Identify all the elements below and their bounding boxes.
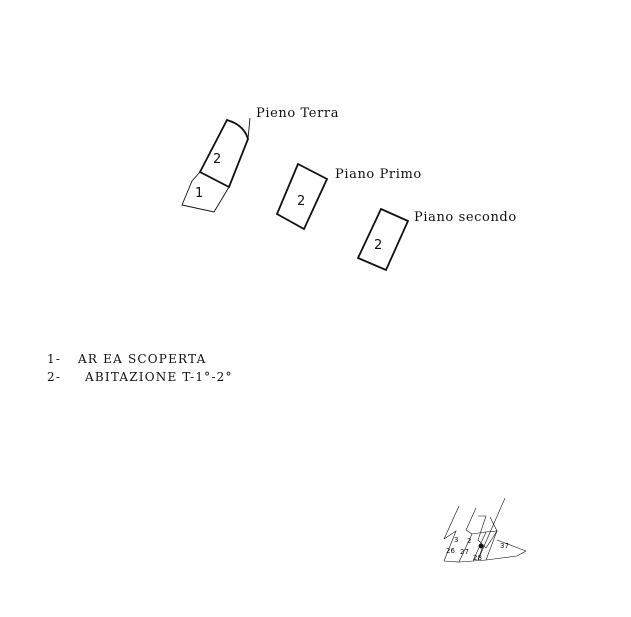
legend-item-2-number: 2- [47, 370, 61, 384]
parcel-37-outline [485, 550, 527, 561]
map-parcel-label-26: 26 [446, 547, 455, 555]
map-parcel-label-2: 2 [467, 537, 471, 545]
ground-floor-unit-1-number: 1 [195, 186, 203, 201]
legend-item-1-number: 1- [47, 352, 61, 366]
second-floor-label: Piano secondo [414, 210, 517, 225]
location-map: 26 27 28 37 3 2 [443, 497, 527, 563]
ground-floor-plan: 2 1 Pieno Terra [181, 106, 339, 213]
parcel-26-outline [443, 529, 473, 563]
second-floor-unit-number: 2 [374, 238, 382, 253]
ground-floor-label: Pieno Terra [256, 106, 339, 121]
second-floor-dwelling-outline [356, 207, 410, 272]
map-parcel-label-37: 37 [500, 542, 509, 550]
map-location-marker [478, 543, 484, 549]
parcel-28-outline [472, 530, 498, 562]
map-parcel-label-27: 27 [460, 548, 469, 556]
first-floor-unit-number: 2 [297, 194, 305, 209]
label-leader-ground [247, 117, 251, 140]
map-boundary-line [496, 539, 527, 552]
legend-item-1-text: AR EA SCOPERTA [77, 352, 206, 366]
ground-floor-unit-2-number: 2 [213, 152, 221, 167]
map-boundary-line [465, 507, 477, 531]
map-boundary-line [477, 497, 506, 561]
second-floor-plan: 2 Piano secondo [356, 207, 517, 272]
ground-floor-open-area-outline [181, 171, 230, 213]
legend: 1- AR EA SCOPERTA 2- ABITAZIONE T-1°-2° [47, 352, 233, 384]
map-divider-line [477, 545, 484, 561]
map-parcel-label-28: 28 [473, 554, 482, 562]
ground-floor-dwelling-outline [198, 118, 249, 189]
legend-item-2-text: ABITAZIONE T-1°-2° [84, 370, 233, 384]
map-road-line [443, 505, 460, 540]
first-floor-label: Piano Primo [335, 167, 422, 182]
first-floor-dwelling-outline [275, 162, 329, 231]
map-parcel-label-3: 3 [454, 536, 458, 544]
first-floor-plan: 2 Piano Primo [275, 162, 422, 231]
